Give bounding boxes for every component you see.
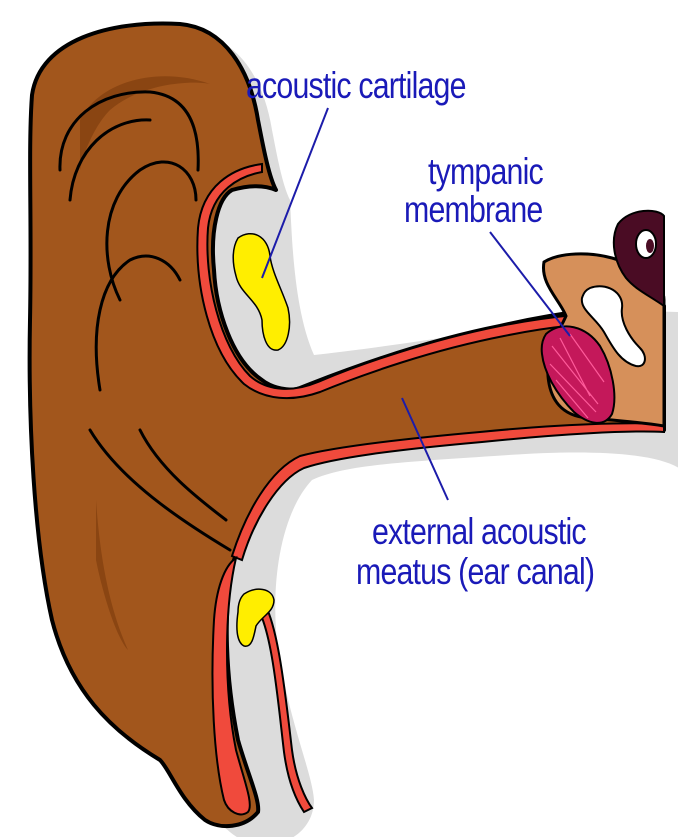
label-acoustic-cartilage: acoustic cartilage [246,66,466,106]
label-meatus-line2: meatus (ear canal) [356,552,594,592]
label-tympanic-line2: membrane [404,190,542,230]
label-meatus-line1: external acoustic [372,512,586,552]
ossicle-eye-pupil [646,239,654,253]
label-tympanic-line1: tympanic [428,152,543,192]
